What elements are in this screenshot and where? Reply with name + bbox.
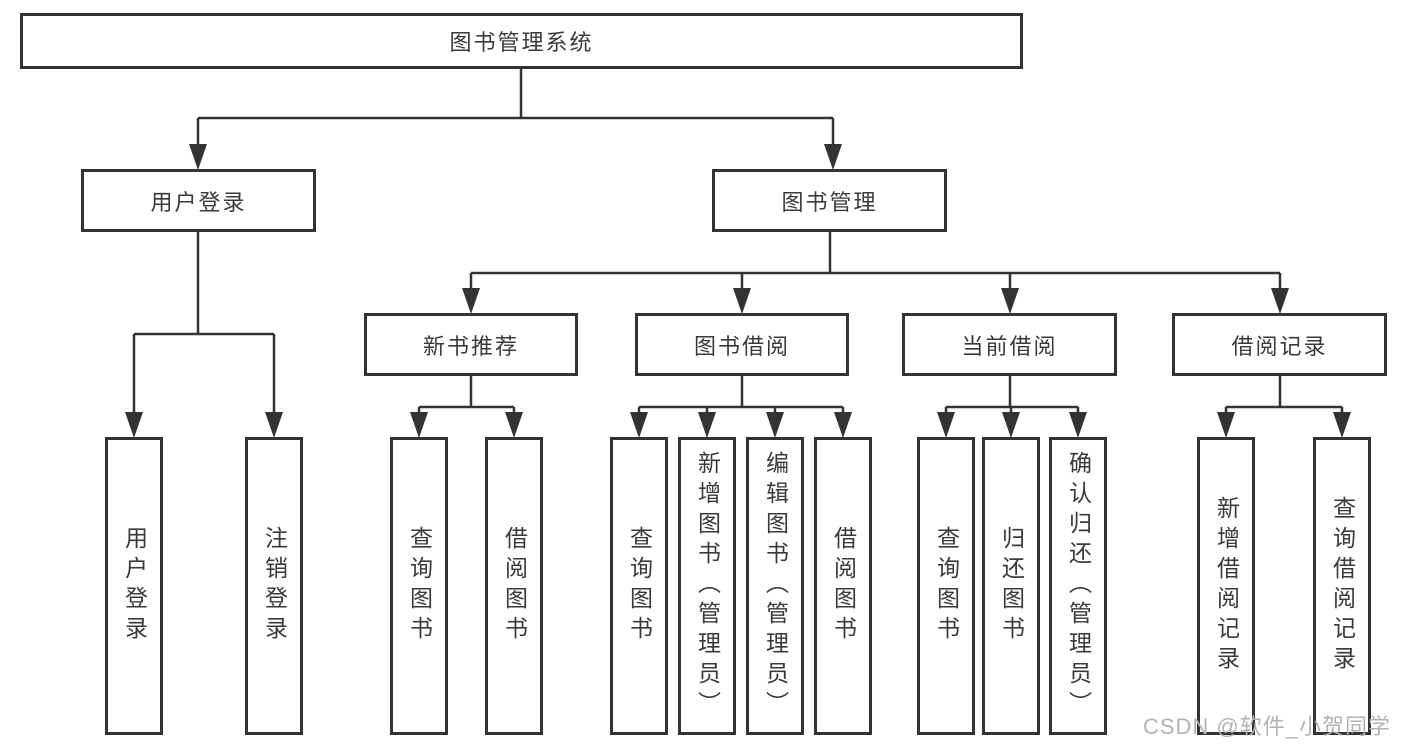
arrowhead — [698, 412, 716, 438]
node-current-borrowing-label: 当前借阅 — [961, 333, 1058, 359]
arrowhead — [1217, 412, 1235, 438]
node-current-borrowing: 当前借阅 — [902, 313, 1117, 376]
node-borrowing-records: 借阅记录 — [1172, 313, 1387, 376]
leaf-logout: 注销登录 — [245, 437, 303, 735]
leaf-query-books-current-label: 查询图书 — [933, 526, 960, 646]
node-user-login: 用户登录 — [81, 169, 316, 232]
node-borrowing-records-label: 借阅记录 — [1231, 333, 1328, 359]
arrowhead — [410, 412, 428, 438]
leaf-add-borrow-record: 新增借阅记录 — [1197, 437, 1255, 735]
leaf-user-login: 用户登录 — [105, 437, 163, 735]
leaf-query-books-borrow-label: 查询图书 — [626, 526, 653, 646]
arrowhead — [824, 144, 842, 170]
arrowhead — [1271, 288, 1289, 314]
csdn-watermark: CSDN @软件_小贺同学 — [1142, 714, 1391, 739]
leaf-return-books: 归还图书 — [982, 437, 1040, 735]
arrowhead — [834, 412, 852, 438]
leaf-edit-books-admin-label: 编辑图书（管理员） — [762, 451, 789, 721]
leaf-add-books-admin-label: 新增图书（管理员） — [694, 451, 721, 721]
leaf-confirm-return-admin: 确认归还（管理员） — [1049, 437, 1107, 735]
leaf-query-books-recommend: 查询图书 — [390, 437, 448, 735]
arrowhead — [462, 288, 480, 314]
leaf-return-books-label: 归还图书 — [998, 526, 1025, 646]
node-book-management: 图书管理 — [712, 169, 947, 232]
arrowhead — [189, 144, 207, 170]
leaf-borrow-books-recommend: 借阅图书 — [485, 437, 543, 735]
leaf-query-books-borrow: 查询图书 — [610, 437, 668, 735]
node-book-borrowing-label: 图书借阅 — [693, 333, 790, 359]
arrowhead — [766, 412, 784, 438]
leaf-borrow-books-recommend-label: 借阅图书 — [501, 526, 528, 646]
arrowhead — [1001, 288, 1019, 314]
leaf-borrow-books-label: 借阅图书 — [830, 526, 857, 646]
leaf-add-books-admin: 新增图书（管理员） — [678, 437, 736, 735]
arrowhead — [265, 412, 283, 438]
node-library-management-system: 图书管理系统 — [20, 13, 1023, 69]
arrowhead — [505, 412, 523, 438]
node-new-book-recommendation: 新书推荐 — [364, 313, 578, 376]
node-user-login-label: 用户登录 — [150, 189, 247, 215]
leaf-borrow-books: 借阅图书 — [814, 437, 872, 735]
arrowhead — [1069, 412, 1087, 438]
arrowhead — [630, 412, 648, 438]
node-book-borrowing: 图书借阅 — [635, 313, 849, 376]
node-new-book-recommendation-label: 新书推荐 — [422, 333, 519, 359]
arrowhead — [1002, 412, 1020, 438]
leaf-query-books-current: 查询图书 — [917, 437, 975, 735]
arrowhead — [1333, 412, 1351, 438]
leaf-query-books-recommend-label: 查询图书 — [406, 526, 433, 646]
leaf-edit-books-admin: 编辑图书（管理员） — [746, 437, 804, 735]
leaf-user-login-label: 用户登录 — [121, 526, 148, 646]
arrowhead — [937, 412, 955, 438]
leaf-add-borrow-record-label: 新增借阅记录 — [1213, 496, 1240, 676]
arrowhead — [733, 288, 751, 314]
arrowhead — [125, 412, 143, 438]
leaf-query-borrow-record: 查询借阅记录 — [1313, 437, 1371, 735]
leaf-logout-label: 注销登录 — [261, 526, 288, 646]
leaf-query-borrow-record-label: 查询借阅记录 — [1329, 496, 1356, 676]
leaf-confirm-return-admin-label: 确认归还（管理员） — [1065, 451, 1092, 721]
node-library-management-system-label: 图书管理系统 — [449, 30, 594, 55]
node-book-management-label: 图书管理 — [781, 189, 878, 215]
